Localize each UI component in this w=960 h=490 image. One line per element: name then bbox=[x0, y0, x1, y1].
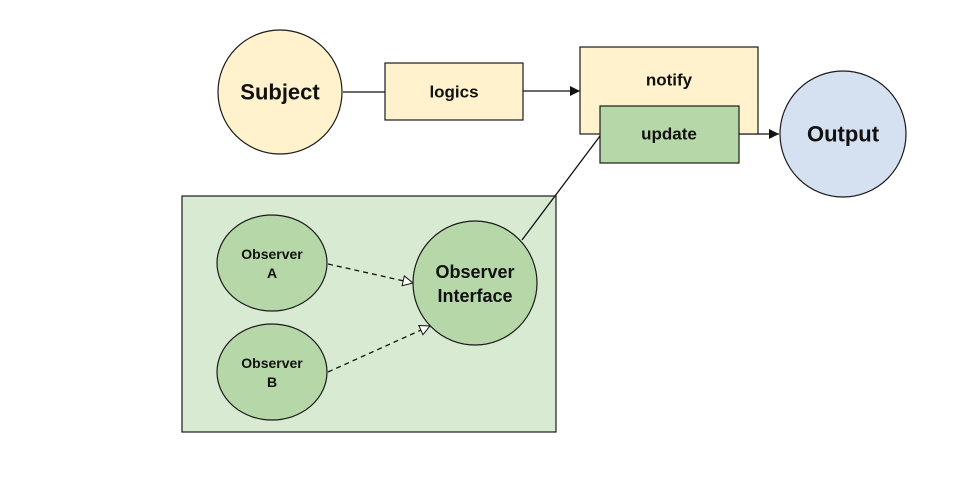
observer-a-label-line2: A bbox=[267, 265, 277, 281]
output-node: Output bbox=[779, 70, 907, 198]
observer-interface-label-line2: Interface bbox=[437, 286, 512, 306]
update-node: update bbox=[599, 105, 740, 164]
observer-b-realizes-interface-arrow bbox=[327, 326, 430, 373]
logics-node: logics bbox=[384, 62, 524, 121]
observer-a-realizes-interface-arrow bbox=[327, 263, 413, 283]
observer-a-node: Observer A bbox=[216, 214, 328, 312]
observer-b-label-line1: Observer bbox=[241, 355, 303, 371]
observer-a-label-line1: Observer bbox=[241, 246, 303, 262]
notify-label: notify bbox=[646, 71, 693, 90]
observer-interface-label-line1: Observer bbox=[435, 262, 514, 282]
subject-label: Subject bbox=[240, 80, 320, 105]
observer-b-label-line2: B bbox=[267, 374, 277, 390]
interface-to-update-line bbox=[521, 135, 601, 241]
output-label: Output bbox=[807, 122, 880, 147]
observer-b-node: Observer B bbox=[216, 323, 328, 421]
update-label: update bbox=[641, 125, 697, 144]
logics-label: logics bbox=[429, 83, 478, 102]
observer-interface-node: Observer Interface bbox=[412, 220, 538, 346]
subject-node: Subject bbox=[217, 29, 343, 155]
